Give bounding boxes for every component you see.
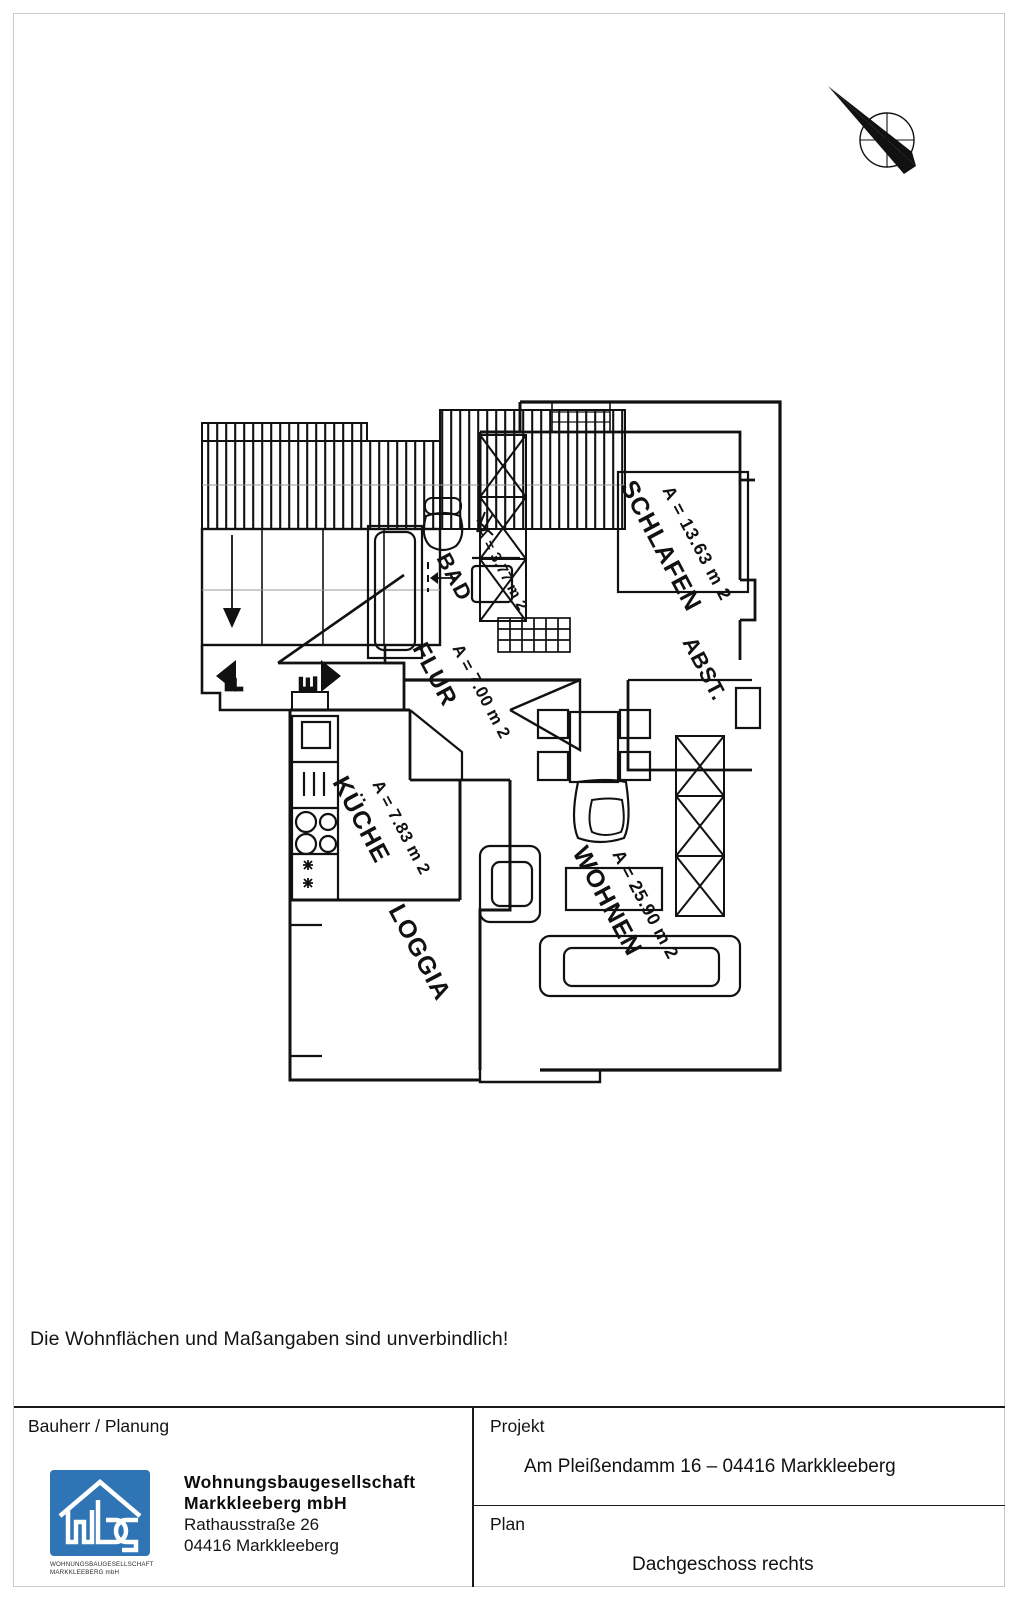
firm-street: Rathausstraße 26 [184,1515,320,1534]
bauherr-label: Bauherr / Planung [28,1416,170,1436]
room-label-loggia: LOGGIA [383,900,457,1006]
projekt-cell: Projekt Am Pleißendamm 16 – 04416 Markkl… [474,1408,1005,1506]
projekt-label: Projekt [490,1416,545,1436]
title-block-left: Bauherr / Planung WOHNUNGSBAUGESELLSCHAF… [14,1408,472,1587]
projekt-value: Am Pleißendamm 16 – 04416 Markkleeberg [524,1456,896,1477]
room-loggia [288,898,480,1082]
direction-marker-f: F [216,660,248,693]
flur-walls [277,573,580,710]
room-label-abst: ABST. [678,633,732,705]
wbg-logo-mark [50,1470,150,1556]
title-block-right: Projekt Am Pleißendamm 16 – 04416 Markkl… [474,1408,1005,1587]
svg-text:E: E [295,677,321,692]
firm-name-line2: Markkleeberg mbH [184,1493,347,1513]
floor-plan-drawing: F E [180,380,800,1110]
firm-info: WOHNUNGSBAUGESELLSCHAFT MARKKLEEBERG mbH… [50,1470,416,1578]
roof-slope-hatch [479,434,527,622]
room-label-flur: FLUR A = 7.00 m 2 [407,638,514,742]
wbg-caption-line2: MARKKLEEBERG mbH [50,1569,120,1577]
firm-city: 04416 Markkleeberg [184,1536,339,1555]
dining-set [536,708,652,784]
svg-text:LOGGIA: LOGGIA [383,900,457,1006]
title-block: Bauherr / Planung WOHNUNGSBAUGESELLSCHAF… [14,1406,1005,1587]
stairs-block [200,527,442,647]
plan-cell: Plan Dachgeschoss rechts [474,1506,1005,1587]
roof-hatch-area [201,409,626,530]
kitchen-counter [290,714,340,902]
armchair [478,844,542,924]
sofa [538,934,742,998]
svg-text:BAD: BAD [432,549,478,605]
wbg-logo: WOHNUNGSBAUGESELLSCHAFT MARKKLEEBERG mbH [50,1470,162,1578]
room-wohnen [408,708,742,1084]
plan-label: Plan [490,1514,526,1534]
title-block-divider [472,1408,474,1587]
firm-name-line1: Wohnungsbaugesellschaft [184,1472,416,1492]
room-label-schlafen: SCHLAFEN A = 13.63 m 2 [615,476,736,616]
firm-address: Wohnungsbaugesellschaft Markkleeberg mbH… [184,1470,416,1556]
plan-value: Dachgeschoss rechts [632,1554,814,1575]
svg-text:F: F [221,678,247,692]
svg-text:A = 3.77 m 2: A = 3.77 m 2 [472,524,530,614]
room-label-wohnen: WOHNEN A = 25.90 m 2 [567,842,683,963]
room-label-bad: BAD A = 3.77 m 2 [432,524,531,614]
disclaimer-text: Die Wohnflächen und Maßangaben sind unve… [30,1328,509,1350]
svg-text:ABST.: ABST. [678,633,732,705]
roof-slope-hatch-wohnen [675,735,725,917]
direction-marker-e: E [294,660,341,693]
room-schlafen [479,430,757,660]
room-label-kueche: KÜCHE A = 7.83 m 2 [327,771,434,878]
wbg-caption-line1: WOHNUNGSBAUGESELLSCHAFT [50,1561,154,1568]
north-arrow-icon [812,78,944,200]
room-bad [366,497,520,660]
wbg-logo-caption: WOHNUNGSBAUGESELLSCHAFT MARKKLEEBERG mbH [50,1561,162,1578]
